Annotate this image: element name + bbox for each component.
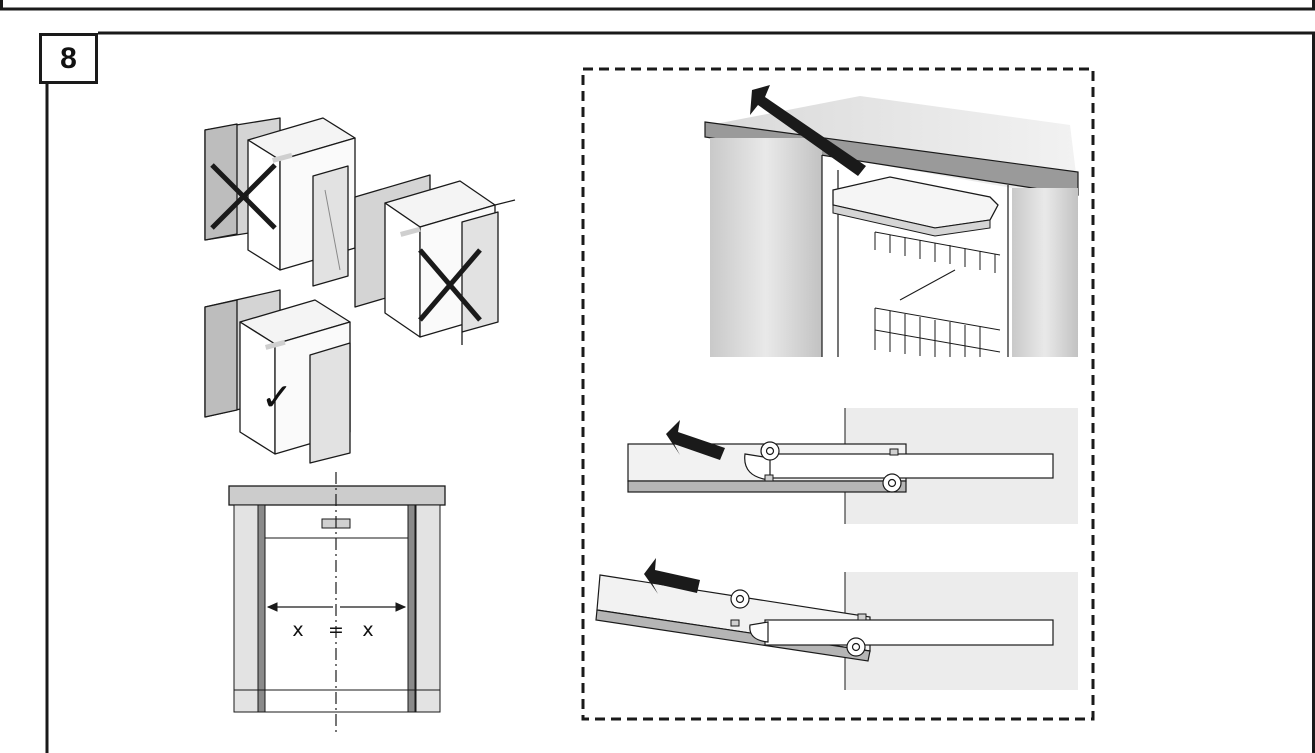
step-number-badge: 8 xyxy=(39,33,98,84)
distance-label-left: x xyxy=(292,619,303,641)
distance-label-right: x xyxy=(362,619,373,641)
distance-equals-sign: = xyxy=(328,619,344,641)
slide-arrow-icon-2 xyxy=(644,558,700,594)
hinge-closed-illustration xyxy=(627,408,1078,524)
slide-arrow-icon-1 xyxy=(666,420,725,460)
lift-arrow-icon xyxy=(750,85,866,176)
step-number: 8 xyxy=(60,41,77,75)
detail-panel-border xyxy=(581,67,1095,721)
placement-correct: ✓ xyxy=(204,289,351,464)
placement-examples: ✓ xyxy=(204,117,516,464)
centering-diagram: x = x xyxy=(228,472,446,734)
cover-panel-illustration xyxy=(704,85,1079,357)
hinge-open-illustration xyxy=(595,558,1078,690)
placement-incorrect-1 xyxy=(204,117,356,287)
placement-incorrect-2 xyxy=(354,174,516,345)
correct-check-icon: ✓ xyxy=(261,375,293,419)
